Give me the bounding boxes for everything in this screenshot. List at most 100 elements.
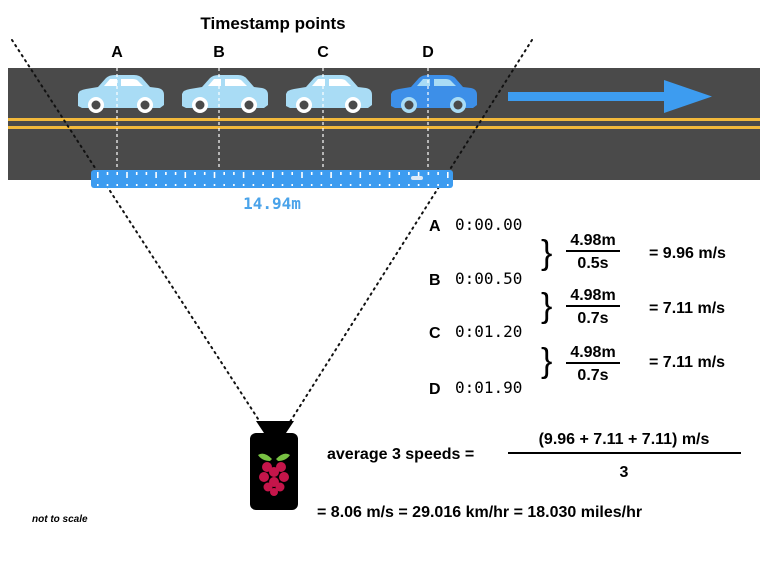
ruler-tick <box>262 184 264 186</box>
timestamp-value-a: 0:00.00 <box>455 215 522 234</box>
raspberry-pi-camera-icon <box>250 421 298 510</box>
average-label: average 3 speeds = <box>327 446 474 463</box>
ruler-tick <box>291 184 293 186</box>
segment-brace: } <box>541 342 552 380</box>
point-label-d: D <box>422 44 434 61</box>
ruler-tick <box>213 184 216 186</box>
segment-duration: 0.5s <box>577 255 608 272</box>
segment-speed: = 7.11 m/s <box>649 300 725 317</box>
ruler-tick <box>145 184 148 186</box>
ruler-tick <box>281 184 284 186</box>
timestamp-value-d: 0:01.90 <box>455 378 522 397</box>
not-to-scale-note: not to scale <box>32 514 88 525</box>
ruler-tick <box>184 172 187 178</box>
timestamp-label-c: C <box>429 325 441 342</box>
ruler-tick <box>165 172 167 175</box>
ruler-tick <box>106 172 109 175</box>
ruler-tick <box>97 172 99 178</box>
lane-line-upper <box>8 118 760 121</box>
segment-distance: 4.98m <box>570 287 615 304</box>
ruler-tick <box>203 172 206 175</box>
ruler-tick <box>369 184 371 186</box>
ruler-tick <box>203 184 206 186</box>
ruler-tick <box>165 184 167 186</box>
ruler-tick <box>340 172 342 175</box>
car-icon <box>182 75 268 113</box>
ruler-tick <box>408 184 410 186</box>
segment-brace: } <box>541 287 552 325</box>
ruler-tick <box>116 172 118 175</box>
ruler-tick <box>242 172 245 178</box>
ruler-tick <box>427 184 430 186</box>
ruler-tick <box>398 184 400 186</box>
view-line-right <box>287 39 533 426</box>
ruler-tick <box>194 184 196 186</box>
point-label-b: B <box>213 44 225 61</box>
ruler-tick <box>310 172 313 175</box>
ruler-tick <box>155 172 157 178</box>
segment-speed: = 9.96 m/s <box>649 245 726 262</box>
view-line-left <box>11 39 263 426</box>
ruler-tick <box>281 172 284 175</box>
timestamp-label-b: B <box>429 272 441 289</box>
ruler-tick <box>126 184 128 186</box>
lane-line-lower <box>8 126 760 129</box>
ruler-tick <box>155 184 157 186</box>
ruler-tick <box>378 172 381 175</box>
ruler-tick <box>408 172 410 175</box>
ruler-tick <box>174 172 177 175</box>
ruler-tick <box>145 172 148 175</box>
ruler-tick <box>447 172 449 178</box>
ruler-tick <box>359 172 362 178</box>
ruler-tick <box>320 184 323 186</box>
timestamp-value-b: 0:00.50 <box>455 269 522 288</box>
ruler-tick <box>369 172 371 175</box>
segment-speed: = 7.11 m/s <box>649 354 725 371</box>
ruler-tick <box>272 184 274 186</box>
ruler-tick <box>359 184 362 186</box>
segment-duration: 0.7s <box>577 310 608 327</box>
timestamp-value-c: 0:01.20 <box>455 322 522 341</box>
ruler-tick <box>97 184 99 186</box>
ruler-tick <box>340 184 342 186</box>
segment-distance: 4.98m <box>570 344 615 361</box>
ruler-tick <box>349 172 352 175</box>
ruler-tick <box>427 172 430 175</box>
car-icon <box>78 75 164 113</box>
ruler-tick <box>252 184 255 186</box>
ruler-tick <box>213 172 216 178</box>
ruler-tick <box>320 172 323 175</box>
ruler-tick <box>417 172 420 178</box>
ruler-tick <box>388 184 391 186</box>
ruler-tick <box>106 184 109 186</box>
ruler-tick <box>262 172 264 175</box>
ruler-tick <box>349 184 352 186</box>
car-icon <box>391 75 477 113</box>
point-label-a: A <box>111 44 123 61</box>
ruler-tick <box>388 172 391 178</box>
ruler-tick <box>417 184 420 186</box>
ruler-tick <box>223 172 225 175</box>
ruler-tick <box>310 184 313 186</box>
ruler-tick <box>437 172 439 175</box>
ruler-tick <box>378 184 381 186</box>
ruler-tick <box>233 184 235 186</box>
average-numerator: (9.96 + 7.11 + 7.11) m/s <box>539 431 710 448</box>
ruler-tick <box>437 184 439 186</box>
ruler-tick <box>242 184 245 186</box>
ruler-tick <box>135 172 138 175</box>
ruler-tick <box>398 172 400 175</box>
diagram-title: Timestamp points <box>200 14 345 33</box>
ruler-tick <box>194 172 196 175</box>
point-label-c: C <box>317 44 329 61</box>
ruler-tick <box>116 184 118 186</box>
average-denominator: 3 <box>620 464 629 481</box>
ruler-tick <box>174 184 177 186</box>
ruler-tick <box>330 172 332 178</box>
ruler-tick <box>291 172 293 175</box>
ruler-tick <box>301 172 303 178</box>
segment-duration: 0.7s <box>577 367 608 384</box>
ruler-tick <box>233 172 235 175</box>
ruler-tick <box>126 172 128 178</box>
ruler-tick <box>252 172 255 175</box>
